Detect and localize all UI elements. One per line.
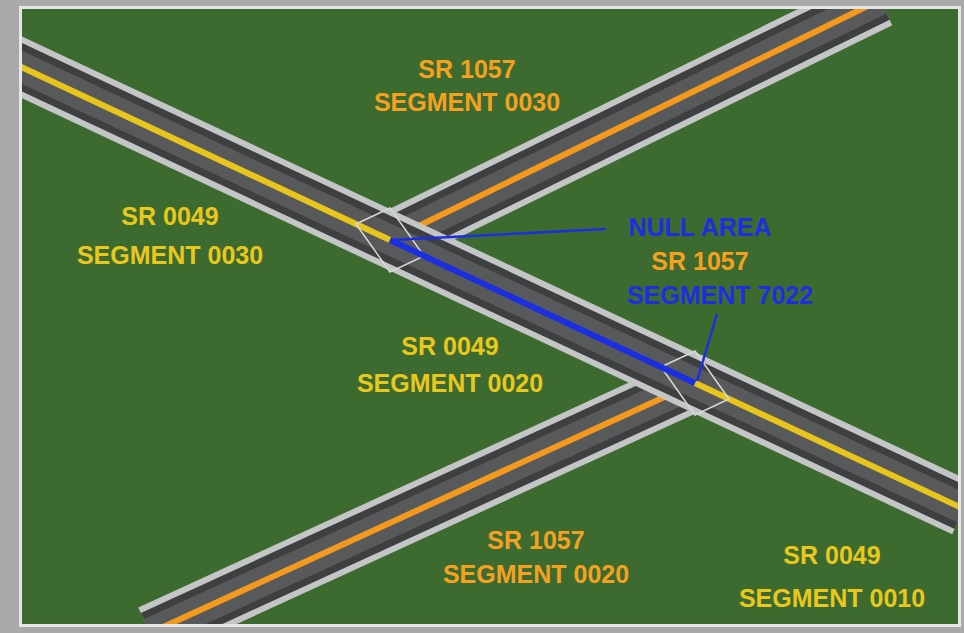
road-name: SR 1057 — [418, 56, 515, 84]
segment-number: SEGMENT 0030 — [374, 89, 560, 117]
segment-number: SEGMENT 0030 — [77, 242, 263, 270]
leader-line — [392, 229, 606, 240]
road-name: SR 1057 — [487, 527, 584, 555]
segment-number: SEGMENT 7022 — [627, 282, 813, 310]
callout-title: NULL AREA — [628, 214, 771, 242]
road-name: SR 0049 — [401, 333, 498, 361]
sr-0049-road — [22, 57, 958, 509]
segment-number: SEGMENT 0010 — [739, 585, 925, 613]
segment-number: SEGMENT 0020 — [357, 370, 543, 398]
road-name: SR 1057 — [651, 248, 748, 276]
segment-number: SEGMENT 0020 — [443, 561, 629, 589]
null-area-segment — [390, 240, 695, 383]
road-name: SR 0049 — [783, 542, 880, 570]
leader-line — [697, 314, 717, 381]
road-name: SR 0049 — [121, 203, 218, 231]
